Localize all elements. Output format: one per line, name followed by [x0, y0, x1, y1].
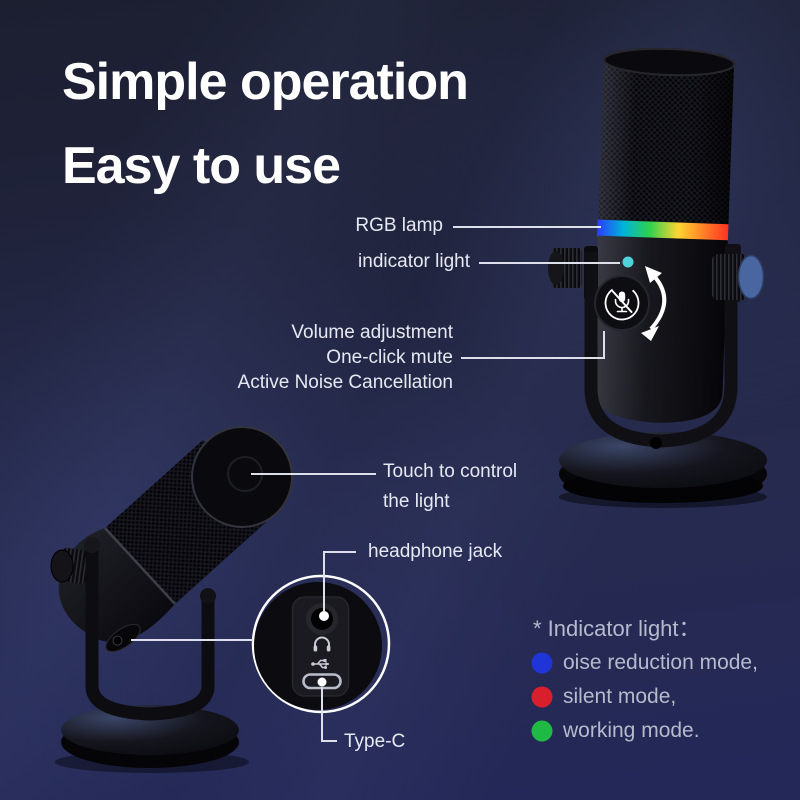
- volume-knob: [594, 275, 650, 331]
- thumbscrew-left: [548, 248, 582, 288]
- microphone-front-view: [548, 47, 767, 508]
- volume-adjustment-label: Volume adjustment: [291, 322, 453, 343]
- headphone-icon: [313, 636, 331, 652]
- legend-item-label: oise reduction mode,: [563, 651, 758, 674]
- touch-control-label-line1: Touch to control: [383, 461, 518, 482]
- headphone-jack-line: [323, 551, 356, 611]
- type-c-dot: [317, 677, 327, 687]
- rgb-lamp-strip: [596, 219, 729, 242]
- headphone-jack-label: headphone jack: [368, 541, 503, 562]
- page-title-line1: Simple operation: [62, 53, 469, 111]
- mic-base: [559, 432, 767, 488]
- red-dot-icon: [531, 686, 553, 708]
- callout-lines: [131, 226, 620, 742]
- thumbscrew-right: [712, 254, 765, 300]
- blue-dot-icon: [531, 652, 553, 674]
- mic2-base: [61, 705, 239, 755]
- noise-cancellation-label: Active Noise Cancellation: [237, 372, 453, 393]
- mic2-yoke: [85, 542, 215, 721]
- type-c-line: [321, 687, 337, 742]
- muted-mic-icon: [611, 290, 633, 313]
- headphone-jack-dot: [319, 611, 329, 621]
- rgb-lamp-label: RGB lamp: [355, 215, 443, 236]
- type-c-label: Type-C: [344, 731, 406, 752]
- indicator-dot: [622, 256, 634, 268]
- indicator-light-legend: * Indicator light： oise reduction mode, …: [531, 616, 758, 748]
- rotate-arrow-icon: [641, 266, 667, 341]
- legend-item-noise-reduction: oise reduction mode,: [531, 646, 758, 680]
- one-click-mute-line: [461, 331, 605, 359]
- mic-body: [592, 235, 728, 423]
- legend-item-working: working mode.: [531, 714, 758, 748]
- mic2-ports-recess: [105, 623, 141, 653]
- usb-icon: [311, 659, 329, 669]
- page-title-line2: Easy to use: [62, 137, 341, 195]
- legend-item-label: working mode.: [563, 719, 700, 742]
- legend-item-label: silent mode,: [563, 685, 677, 708]
- mic2-thumbscrew: [50, 547, 90, 585]
- legend-title: * Indicator light：: [533, 616, 701, 641]
- green-dot-icon: [531, 720, 553, 742]
- port-detail-circle: [251, 574, 391, 714]
- indicator-light-label: indicator light: [358, 251, 470, 272]
- touch-control-label-line2: the light: [383, 491, 450, 512]
- mic-top-cap: [603, 47, 736, 77]
- microphone-tilted-view: [50, 426, 293, 773]
- touch-control-block: Touch to control the light: [383, 457, 517, 517]
- mic2-touch-cap: [191, 426, 293, 528]
- legend-item-silent: silent mode,: [531, 680, 758, 714]
- one-click-mute-label: One-click mute: [326, 347, 453, 368]
- volume-callout-block: Volume adjustment One-click mute Active …: [238, 320, 453, 395]
